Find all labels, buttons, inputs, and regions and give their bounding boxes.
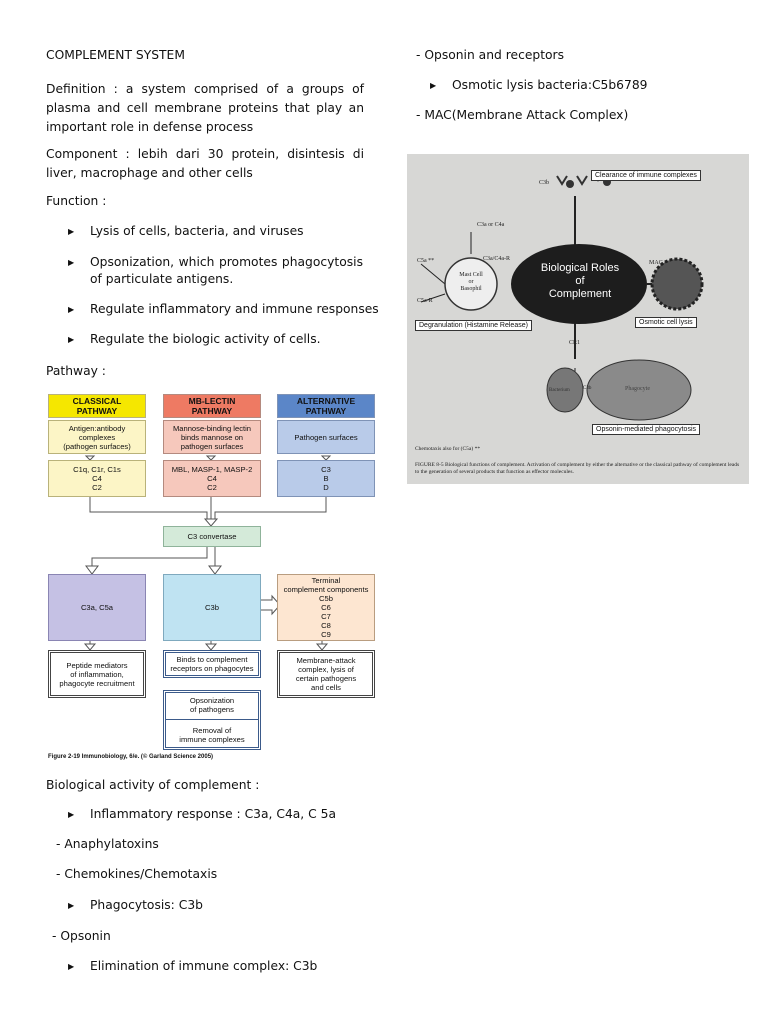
- biological-roles-figure: Biological Roles of Complement Clearance…: [407, 154, 749, 484]
- removal-text: Removal of immune complexes: [179, 726, 245, 745]
- osmotic-lysis: Osmotic lysis bacteria:C5b6789: [430, 77, 648, 94]
- chemotaxis-note: Chemotaxis also for (C5a) **: [415, 446, 481, 452]
- opsonization-text: Opsonization of pathogens: [189, 695, 235, 714]
- center-ellipse: [511, 244, 647, 324]
- c3-convertase-box: C3 convertase: [163, 526, 261, 547]
- mac-lysis-text: Membrane-attack complex, lysis of certai…: [295, 656, 357, 692]
- bacterium-label: Bacterium: [549, 388, 570, 393]
- lectin-components: MBL, MASP-1, MASP-2 C4 C2: [163, 460, 261, 497]
- lectin-components-text: MBL, MASP-1, MASP-2 C4 C2: [171, 465, 253, 492]
- classical-components-text: C1q, C1r, C1s C4 C2: [73, 465, 121, 492]
- mast-cell-label: Mast Cell or Basophil: [459, 272, 483, 292]
- cr1-label: CR1: [569, 340, 581, 346]
- alternative-title: ALTERNATIVE PATHWAY: [296, 396, 356, 416]
- classical-title: CLASSICAL PATHWAY: [72, 396, 122, 416]
- bio-anaphylatoxins: - Anaphylatoxins: [56, 837, 159, 851]
- lectin-pathway-header: MB-LECTIN PATHWAY: [163, 394, 261, 418]
- function-item: Opsonization, which promotes phagocytosi…: [68, 254, 363, 288]
- center-text: Biological Roles of Complement: [540, 262, 620, 300]
- c3a-label: C3a or C4a: [477, 222, 505, 228]
- bio-activity-label: Biological activity of complement :: [46, 778, 260, 792]
- bio-chemokines: - Chemokines/Chemotaxis: [56, 867, 218, 881]
- binds-receptors-text: Binds to complement receptors on phagocy…: [170, 655, 254, 673]
- classical-components: C1q, C1r, C1s C4 C2: [48, 460, 146, 497]
- pathway-caption: Figure 2-19 Immunobiology, 6/e. (© Garla…: [48, 754, 214, 760]
- mast-cell: [444, 257, 498, 311]
- c3b-box: C3b: [163, 574, 261, 641]
- opsonin-label: Opsonin-mediated phagocytosis: [592, 424, 701, 435]
- function-label: Function :: [46, 194, 107, 208]
- alternative-trigger-text: Pathogen surfaces: [294, 432, 358, 442]
- terminal-components-text: Terminal complement components C5b C6 C7…: [283, 576, 369, 639]
- lectin-title: MB-LECTIN PATHWAY: [188, 396, 236, 416]
- pathway-label: Pathway :: [46, 364, 106, 378]
- opsonin-receptors: - Opsonin and receptors: [416, 48, 565, 62]
- degranulation-label: Degranulation (Histamine Release): [415, 320, 532, 331]
- alternative-trigger: Pathogen surfaces: [277, 420, 375, 454]
- clearance-label: Clearance of immune complexes: [591, 170, 701, 181]
- mac-label: MAC: [649, 260, 663, 266]
- mac-lysis-box: Membrane-attack complex, lysis of certai…: [277, 650, 375, 698]
- opsonization-divider: [165, 719, 259, 721]
- definition-text: Definition : a system comprised of a gro…: [46, 82, 364, 134]
- pathway-diagram: CLASSICAL PATHWAY MB-LECTIN PATHWAY ALTE…: [46, 392, 379, 766]
- c5a-r-label: C5a-R: [417, 298, 433, 304]
- bio-inflammatory: Inflammatory response : C3a, C4a, C 5a: [68, 806, 336, 823]
- bacterium-shape: [546, 367, 584, 413]
- classical-pathway-header: CLASSICAL PATHWAY: [48, 394, 146, 418]
- phagocyte-shape: [586, 359, 692, 421]
- bio-elimination: Elimination of immune complex: C3b: [68, 958, 317, 975]
- function-item: Regulate the biologic activity of cells.: [68, 331, 321, 348]
- function-item: Regulate inflammatory and immune respons…: [68, 301, 379, 318]
- classical-trigger: Antigen:antibody complexes (pathogen sur…: [48, 420, 146, 454]
- classical-trigger-text: Antigen:antibody complexes (pathogen sur…: [63, 423, 131, 451]
- terminal-components-box: Terminal complement components C5b C6 C7…: [277, 574, 375, 641]
- bio-phagocytosis: Phagocytosis: C3b: [68, 897, 203, 914]
- lectin-trigger-text: Mannose-binding lectin binds mannose on …: [172, 423, 252, 451]
- peptide-mediators-text: Peptide mediators of inflammation, phago…: [59, 660, 135, 688]
- c3a-c5a-box: C3a, C5a: [48, 574, 146, 641]
- bio-opsonin: - Opsonin: [52, 929, 111, 943]
- peptide-mediators-box: Peptide mediators of inflammation, phago…: [48, 650, 146, 698]
- roles-caption: FIGURE 8-5 Biological functions of compl…: [415, 462, 740, 475]
- c3a-c5a-text: C3a, C5a: [80, 603, 114, 612]
- component-text: Component : lebih dari 30 protein, disin…: [46, 147, 364, 180]
- c5a-label: C5a **: [417, 258, 435, 264]
- binds-receptors-box: Binds to complement receptors on phagocy…: [163, 650, 261, 678]
- phagocyte-label: Phagocyte: [625, 386, 650, 392]
- c3b-label: C3b: [539, 180, 550, 186]
- c3-convertase-text: C3 convertase: [187, 532, 237, 541]
- osmotic-label: Osmotic cell lysis: [635, 317, 697, 328]
- c3a-r-label: C3a/C4a-R: [483, 256, 510, 262]
- lectin-trigger: Mannose-binding lectin binds mannose on …: [163, 420, 261, 454]
- mac-cell: [650, 257, 704, 311]
- roles-diagram: [420, 171, 704, 421]
- c3b-small-label: C3b: [583, 386, 592, 391]
- opsonization-box: Opsonization of pathogens Removal of imm…: [163, 690, 261, 750]
- alternative-components-text: C3 B D: [321, 465, 331, 492]
- c3b-text: C3b: [205, 603, 219, 612]
- page-heading: COMPLEMENT SYSTEM: [46, 48, 185, 62]
- mac-text: - MAC(Membrane Attack Complex): [416, 108, 629, 122]
- function-item: Lysis of cells, bacteria, and viruses: [68, 223, 304, 240]
- alternative-components: C3 B D: [277, 460, 375, 497]
- alternative-pathway-header: ALTERNATIVE PATHWAY: [277, 394, 375, 418]
